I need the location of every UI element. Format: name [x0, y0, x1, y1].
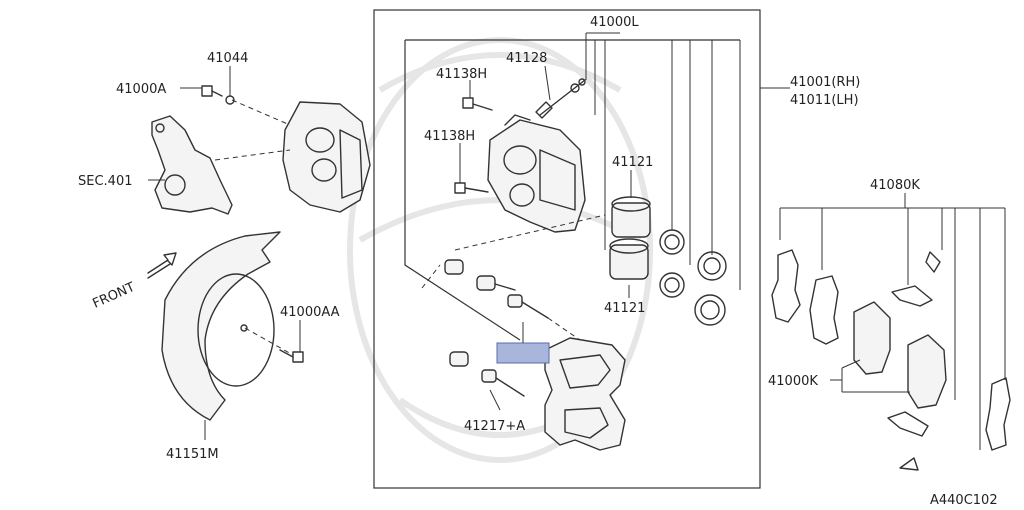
leader-41217A [489, 389, 501, 411]
label-41138H-upper: 41138H [436, 67, 487, 82]
label-41011-lh: 41011(LH) [790, 93, 859, 108]
label-sec401: SEC.401 [78, 174, 133, 189]
label-41080K: 41080K [870, 178, 920, 193]
caliper-assembly-frame [373, 9, 761, 489]
label-41044: 41044 [207, 51, 248, 66]
piston-upper [611, 196, 651, 238]
caliper-bolt-upper [462, 97, 493, 111]
highlight-marker [496, 342, 550, 364]
bleeder-screw [535, 78, 586, 119]
label-41000AA: 41000AA [280, 305, 340, 320]
leader-41080K [779, 193, 1006, 450]
diagram-reference-code: A440C102 [930, 493, 998, 508]
steering-knuckle [151, 115, 233, 215]
label-41121-upper: 41121 [612, 155, 653, 170]
dust-shield [161, 231, 281, 421]
caliper-support [544, 337, 626, 451]
caliper-body [487, 114, 586, 233]
dashed-guide-left-2 [214, 149, 291, 161]
label-41121-lower: 41121 [604, 301, 645, 316]
dashed-guide-left-1 [231, 99, 291, 126]
dashed-guide-left-3 [244, 327, 294, 356]
label-41001-rh: 41001(RH) [790, 75, 860, 90]
label-41217A: 41217+A [464, 419, 525, 434]
pad-shims-and-clips [771, 249, 1011, 471]
label-41151M: 41151M [166, 447, 219, 462]
slide-pin-boots [444, 259, 516, 367]
slide-pin [481, 294, 549, 397]
bolt-41000AA [279, 349, 304, 363]
piston-lower [609, 238, 649, 280]
dashed-guide-2 [421, 264, 441, 289]
caliper-assembly-left [282, 101, 371, 213]
label-front: FRONT [91, 280, 138, 312]
label-41000A: 41000A [116, 82, 166, 97]
leader-41000L [585, 32, 741, 290]
piston-seals-and-boots [659, 229, 727, 326]
label-41000K: 41000K [768, 374, 818, 389]
dashed-guide-3 [547, 317, 581, 341]
dashed-guide-1 [454, 214, 606, 251]
label-41138H-lower: 41138H [424, 129, 475, 144]
front-arrow-icon [147, 252, 177, 279]
bolt-41000A [201, 85, 235, 105]
brake-pads [853, 301, 947, 409]
inner-kit-bracket-left [404, 40, 521, 341]
label-41128: 41128 [506, 51, 547, 66]
caliper-bolt-lower [454, 182, 489, 194]
leader-41128 [544, 65, 551, 101]
label-41000L: 41000L [590, 15, 639, 30]
leader-41000K [830, 359, 910, 393]
